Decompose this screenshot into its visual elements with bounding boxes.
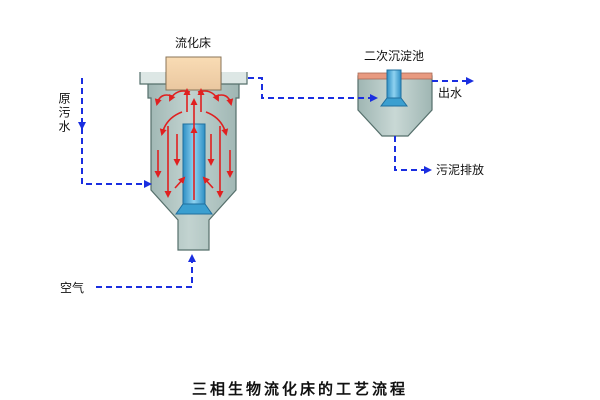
circulation-arrow — [215, 94, 234, 106]
raw-water-label: 原污水 — [57, 92, 71, 134]
circulation-arrow — [202, 176, 214, 189]
effluent-label: 出水 — [438, 86, 462, 100]
reactor-top-section — [165, 56, 222, 91]
air-inflow-line — [96, 254, 196, 288]
circulation-arrow — [197, 90, 219, 102]
flow-lines — [78, 77, 474, 288]
reactor-to-clarifier-line — [248, 77, 378, 102]
diagram-caption: 三相生物流化床的工艺流程 — [191, 380, 408, 398]
circulation-arrow — [169, 90, 191, 102]
clarifier-center-well — [386, 69, 402, 101]
secondary-clarifier — [357, 69, 433, 137]
circulation-arrow — [174, 176, 186, 189]
air-label: 空气 — [60, 280, 84, 295]
clarifier-label: 二次沉淀池 — [364, 49, 424, 63]
circulation-arrow — [159, 111, 183, 136]
raw-water-feed-line — [81, 128, 152, 188]
sludge-label: 污泥排放 — [436, 162, 484, 177]
clarifier-deflector — [380, 97, 408, 107]
circulation-arrow — [205, 111, 229, 136]
sludge-discharge-line — [394, 136, 432, 174]
reactor-left-launder — [139, 72, 167, 85]
draft-tube-flare — [175, 203, 213, 215]
reactor-right-launder — [220, 72, 248, 85]
reactor-label: 流化床 — [175, 36, 211, 50]
circulation-arrows — [154, 88, 234, 200]
circulation-arrow — [154, 94, 173, 106]
